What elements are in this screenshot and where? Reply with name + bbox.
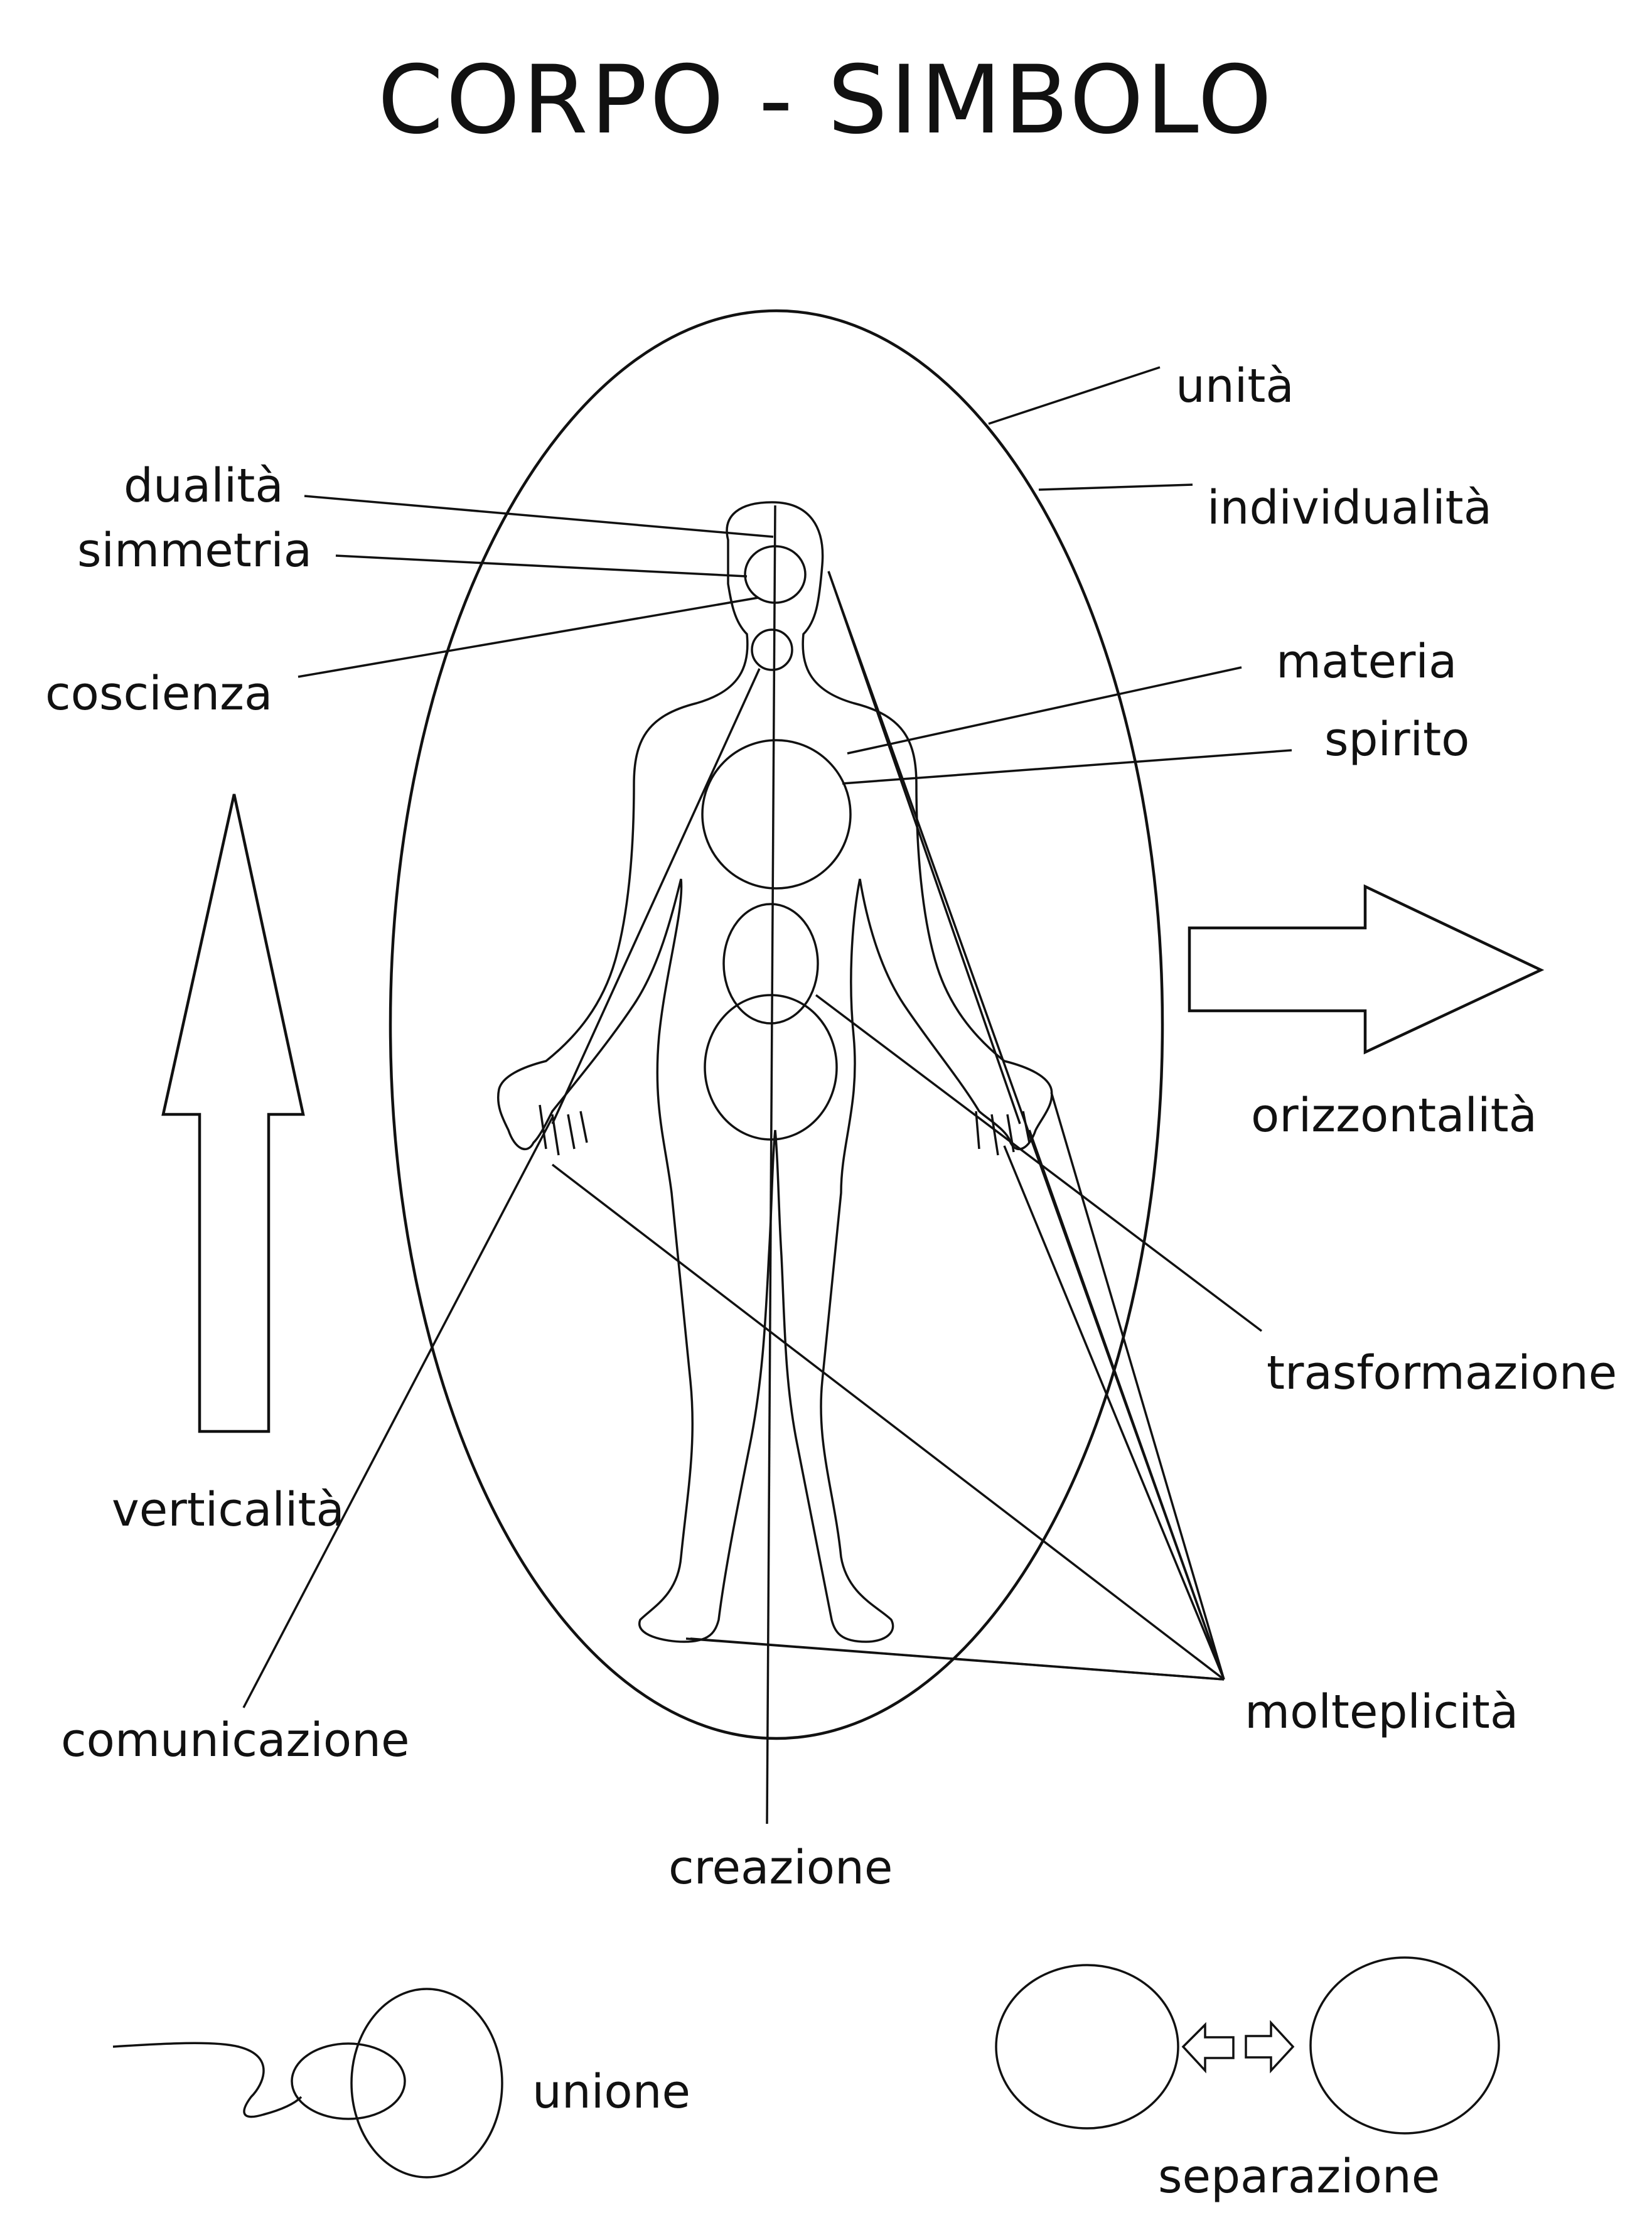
leader-comunicazione — [242, 1117, 554, 1708]
unione-large-circle — [350, 1988, 503, 2179]
leader-spirito — [842, 749, 1292, 785]
label-dualita: dualità — [124, 459, 284, 513]
throat-circle — [751, 628, 793, 671]
label-trasformazione: trasformazione — [1267, 1346, 1617, 1400]
label-coscienza: coscienza — [45, 667, 273, 721]
central-axis — [766, 505, 776, 1824]
label-creazione: creazione — [668, 1841, 893, 1895]
leader-dualita — [304, 495, 774, 538]
left-hand-fingers — [539, 1104, 588, 1156]
fan-line-1 — [551, 1163, 1225, 1681]
triangle-left — [551, 668, 761, 1124]
separazione-right-circle — [1309, 1956, 1500, 2135]
leader-materia — [847, 666, 1242, 755]
leader-unita — [988, 366, 1161, 425]
separazione-left-circle — [995, 1964, 1179, 2130]
label-materia: materia — [1276, 635, 1457, 689]
chest-circle — [701, 739, 852, 890]
right-small-arrow-icon — [1245, 2020, 1295, 2074]
right-arrow-icon — [1188, 884, 1545, 1055]
label-unita: unità — [1176, 359, 1294, 413]
label-orizzontalita: orizzontalità — [1251, 1089, 1537, 1143]
unione-small-circle — [291, 2042, 406, 2120]
fan-line-6 — [827, 571, 1225, 1680]
page-title: CORPO - SIMBOLO — [377, 46, 1275, 155]
leader-individualita — [1038, 483, 1193, 491]
label-comunicazione: comunicazione — [61, 1713, 410, 1767]
leader-coscienza — [298, 596, 759, 678]
up-arrow-icon — [161, 794, 305, 1433]
label-molteplicita: molteplicità — [1245, 1685, 1519, 1739]
unione-squiggle — [112, 2042, 303, 2118]
left-small-arrow-icon — [1181, 2022, 1235, 2074]
leader-simmetria — [335, 554, 748, 578]
label-verticalita: verticalità — [112, 1483, 345, 1537]
fan-line-5 — [1050, 1092, 1225, 1680]
pelvis-circle — [704, 994, 838, 1141]
unity-ellipse — [389, 309, 1164, 1740]
label-simmetria: simmetria — [77, 524, 313, 578]
fan-line-7 — [690, 1637, 1225, 1681]
label-spirito: spirito — [1324, 713, 1470, 767]
head-circle — [744, 545, 807, 604]
label-separazione: separazione — [1158, 2150, 1440, 2204]
fan-line-3 — [1003, 1145, 1225, 1680]
human-silhouette — [496, 501, 1053, 1643]
label-unione: unione — [532, 2065, 691, 2119]
belly-circle — [722, 903, 819, 1025]
label-individualita: individualità — [1207, 481, 1493, 535]
right-hand-fingers — [975, 1111, 1031, 1156]
